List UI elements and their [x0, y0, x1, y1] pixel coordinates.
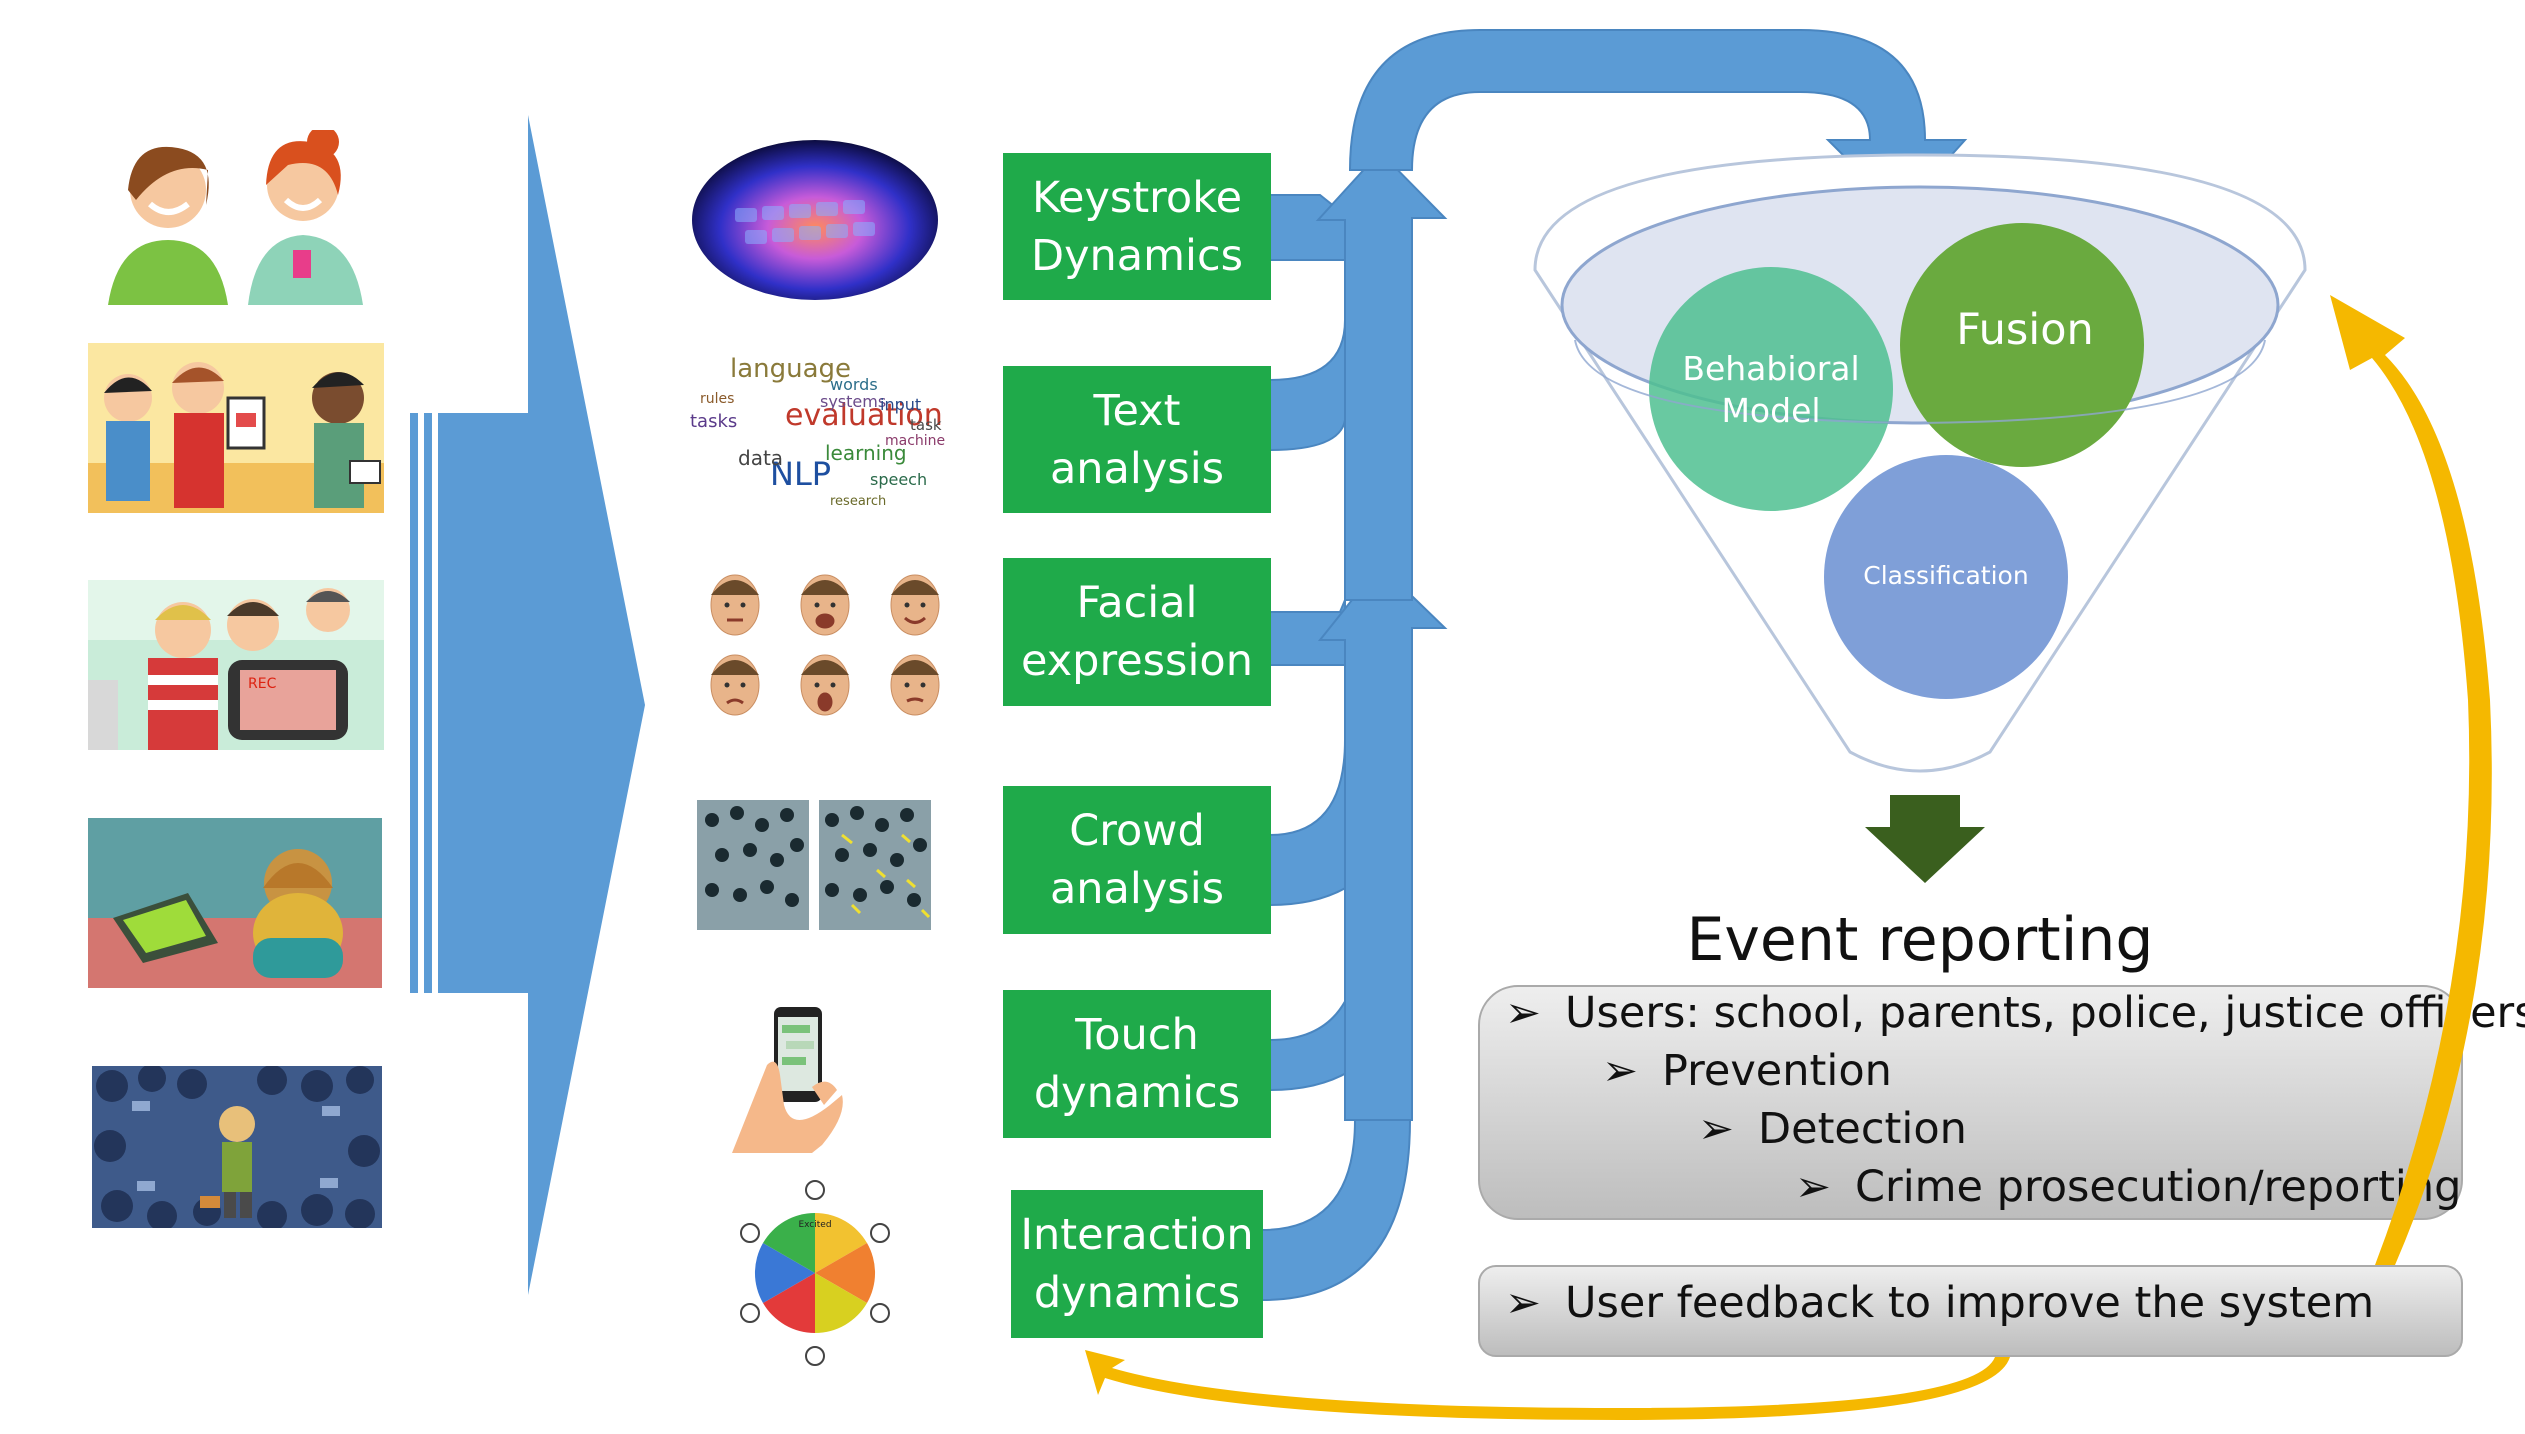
keyboard-image: [690, 138, 940, 303]
behavioral-line1: Behabioral: [1682, 349, 1860, 388]
reporting-item-detection: ➢Detection: [1698, 1104, 1967, 1154]
arrow-bullet-icon: ➢: [1795, 1162, 1832, 1212]
facial-expressions-image: [700, 565, 945, 725]
method-label-line2: dynamics: [1033, 1068, 1241, 1118]
method-label-line1: Touch: [1075, 1010, 1199, 1060]
arrow-bullet-icon: ➢: [1505, 988, 1542, 1038]
method-crowd-analysis: Crowd analysis: [1003, 786, 1271, 934]
word-cloud-word: tasks: [690, 411, 737, 432]
method-interaction-dynamics: Interaction dynamics: [1011, 1190, 1263, 1338]
behavioral-model-circle: [1649, 267, 1893, 511]
method-label-line1: Facial: [1076, 578, 1198, 628]
svg-text:REC: REC: [248, 676, 277, 692]
analysis-funnel: [1533, 153, 2307, 773]
method-text-analysis: Text analysis: [1003, 366, 1271, 513]
word-cloud-word: machine: [885, 433, 945, 449]
method-label-line2: analysis: [1049, 443, 1225, 494]
classification-circle: [1824, 455, 2068, 699]
method-facial-expression: Facial expression: [1003, 558, 1271, 706]
reporting-item-prosecution: ➢Crime prosecution/reporting: [1795, 1162, 2462, 1212]
word-cloud-word: words: [830, 375, 878, 394]
feedback-item: ➢User feedback to improve the system: [1505, 1278, 2375, 1328]
word-cloud-word: input: [880, 395, 921, 414]
reporting-panel: [1478, 985, 2463, 1220]
phone-filming-illustration: REC: [88, 580, 384, 750]
feedback-panel: [1478, 1265, 2463, 1357]
method-label-line1: Keystroke: [1031, 172, 1243, 223]
arrow-bullet-icon: ➢: [1602, 1046, 1639, 1096]
reporting-item-users: ➢Users: school, parents, police, justice…: [1505, 988, 2525, 1038]
crowd-image: [692, 795, 937, 935]
emotion-wheel-label: Excited: [798, 1220, 831, 1230]
fusion-circle: [1900, 223, 2144, 467]
method-label-line2: Dynamics: [1030, 230, 1244, 281]
word-cloud-word: language: [730, 354, 851, 384]
word-cloud-word: NLP: [770, 455, 831, 493]
arrow-bullet-icon: ➢: [1698, 1104, 1735, 1154]
arrow-bullet-icon: ➢: [1505, 1278, 1542, 1328]
method-label-line1: Interaction: [1020, 1210, 1254, 1260]
word-cloud-word: task: [910, 416, 942, 434]
classification-label: Classification: [1863, 560, 2029, 590]
method-label-line1: Crowd: [1069, 806, 1205, 856]
word-cloud-word: systems: [820, 392, 886, 411]
method-label-line2: expression: [1021, 636, 1253, 686]
sad-child-illustration: [88, 818, 382, 988]
event-reporting-title: Event reporting: [1686, 905, 2154, 975]
fusion-label: Fusion: [1956, 305, 2094, 355]
method-keystroke-dynamics: Keystroke Dynamics: [1003, 153, 1271, 300]
word-cloud-word: research: [830, 494, 886, 509]
word-cloud-word: evaluation: [785, 398, 943, 433]
mocking-teens-illustration: [88, 343, 384, 513]
method-label-line2: analysis: [1049, 864, 1225, 914]
behavioral-model-label: Behabioral Model: [1655, 345, 1887, 435]
emotion-wheel-image: Excited: [735, 1178, 895, 1368]
input-arrow: [410, 115, 645, 1295]
nlp-word-cloud: language evaluation NLP words systems le…: [680, 345, 945, 515]
behavioral-line2: Model: [1721, 391, 1821, 430]
word-cloud-word: speech: [870, 470, 927, 489]
method-touch-dynamics: Touch dynamics: [1003, 990, 1271, 1138]
reporting-item-prevention: ➢Prevention: [1602, 1046, 1892, 1096]
down-arrow: [1865, 795, 1985, 883]
method-label-line1: Text: [1093, 385, 1181, 436]
word-cloud-word: rules: [700, 391, 734, 407]
word-cloud-word: data: [738, 446, 783, 470]
word-cloud-word: learning: [825, 441, 907, 465]
method-label-line2: dynamics: [1033, 1268, 1241, 1318]
gossip-illustration: [88, 130, 384, 305]
isolated-child-illustration: [92, 1066, 382, 1228]
smartphone-hand-image: [712, 995, 882, 1155]
